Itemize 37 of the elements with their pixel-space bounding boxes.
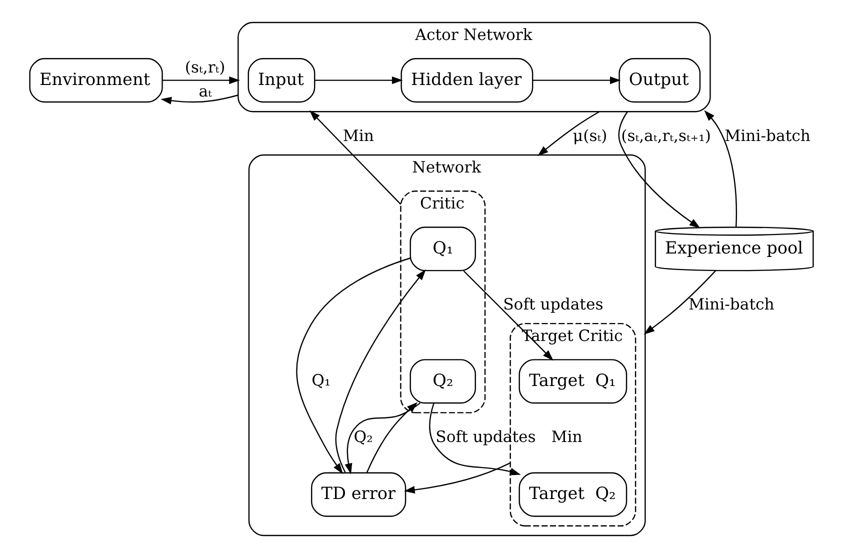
node-box: TD error [311,472,406,517]
node-box: Q₁ [410,226,476,272]
node-box: Q₂ [410,359,476,404]
arrow [537,111,600,156]
edge-label: (sₜ,aₜ,rₜ,sₜ₊₁) [621,126,712,145]
node-box: Input [248,58,316,103]
arrow [404,462,511,494]
arrow [296,258,410,474]
edge-label: Min [342,126,374,145]
arrow [162,76,240,84]
node-box: Target Q₁ [518,359,628,404]
edge-label: (sₜ,rₜ) [184,57,226,76]
arrow [344,402,420,474]
edge-label: μ(sₜ) [572,126,608,145]
node-box: Hidden layer [400,58,534,103]
arrow [644,270,716,334]
edge-label: aₜ [198,81,212,100]
arrow [704,110,738,227]
arrow [314,76,403,84]
edge-label: Soft updates [436,427,536,446]
arrow [309,110,402,205]
edge-label: Q₁ [312,370,331,390]
edge-label: Q₂ [354,427,373,446]
arrow [618,111,700,228]
arrow [429,403,521,476]
arrow [463,270,554,361]
arrow [160,94,238,104]
node-box: Environment [29,58,163,103]
arrow [335,269,426,473]
edge-label: Min [551,427,582,446]
edge-label: Soft updates [503,294,604,314]
edge-label: Mini-batch [724,126,811,145]
arrow [532,76,621,84]
node-box: Target Q₂ [518,472,628,517]
node-box: Output [618,58,701,103]
edge-label: Mini-batch [688,294,774,314]
arrow [366,402,418,473]
